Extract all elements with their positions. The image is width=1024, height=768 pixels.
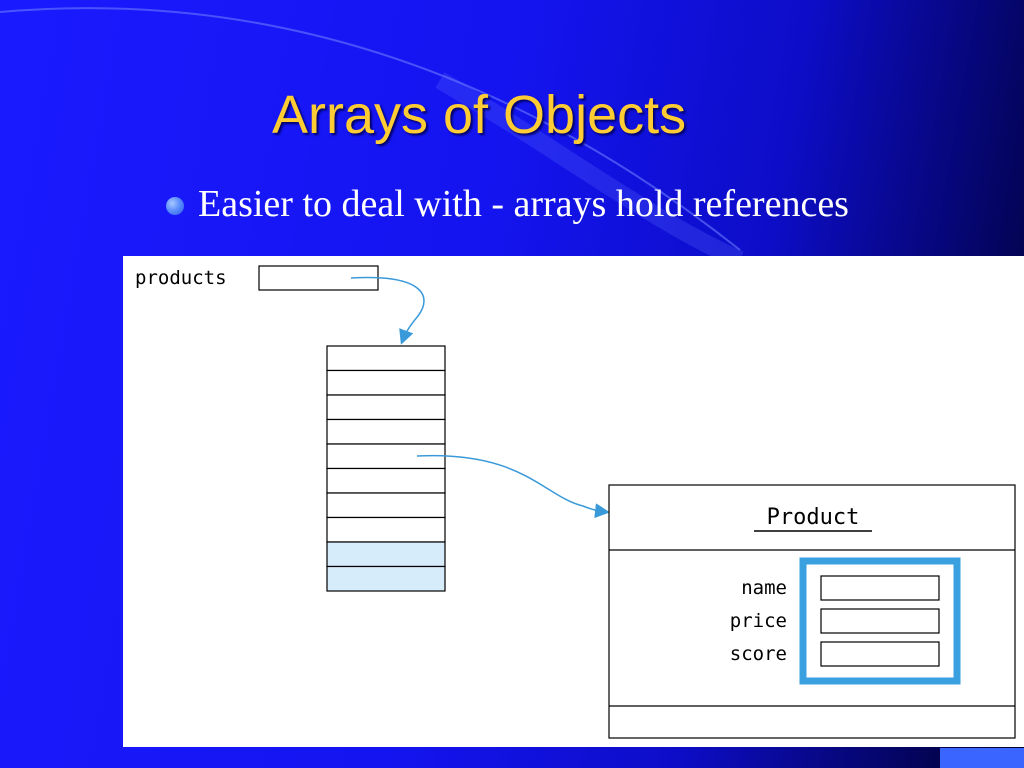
corner-decoration — [940, 748, 1024, 768]
array-reference-diagram: products Product name price score — [135, 265, 1016, 739]
array-cell — [326, 394, 446, 421]
array — [326, 345, 446, 592]
diagram-panel: products Product name price score — [123, 256, 1024, 747]
array-cell — [326, 369, 446, 396]
array-cell — [326, 516, 446, 543]
field-value-box-score — [820, 641, 940, 667]
variable-label: products — [135, 267, 227, 289]
field-label-price: price — [730, 610, 787, 632]
array-cell — [326, 541, 446, 568]
product-object-box — [608, 484, 1016, 739]
slide-title: Arrays of Objects — [272, 85, 687, 145]
bullet-dot-icon — [166, 197, 184, 215]
array-cell — [326, 345, 446, 372]
field-label-score: score — [730, 643, 787, 665]
array-cell — [326, 492, 446, 519]
field-value-box-price — [820, 608, 940, 634]
bullet-point: Easier to deal with - arrays hold refere… — [166, 182, 849, 226]
fields-highlight-frame — [799, 557, 961, 685]
field-label-name: name — [741, 577, 787, 599]
products-to-array-arrow — [350, 276, 425, 345]
array-cell — [326, 565, 446, 592]
class-name: Product — [767, 505, 860, 530]
element-to-object-arrow — [416, 454, 610, 519]
fields: name price score — [730, 575, 940, 667]
array-cell — [326, 467, 446, 494]
array-cell — [326, 418, 446, 445]
field-value-box-name — [820, 575, 940, 601]
bullet-text: Easier to deal with - arrays hold refere… — [198, 183, 849, 225]
